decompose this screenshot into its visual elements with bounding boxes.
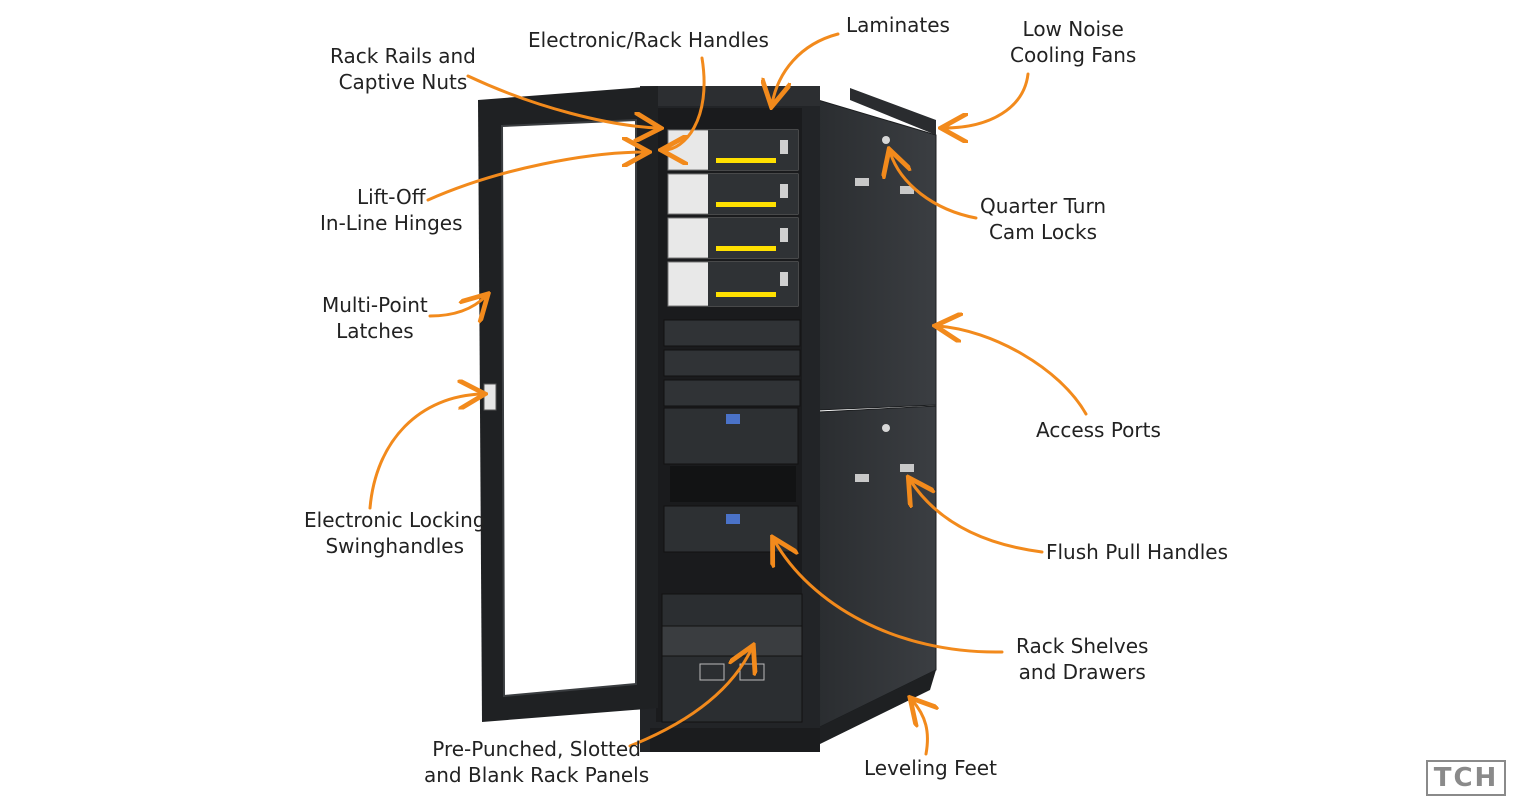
- glass-door: [478, 86, 658, 722]
- label-electronic-locking: Electronic Locking Swinghandles: [304, 508, 486, 558]
- arrow-leveling-feet: [912, 700, 927, 756]
- label-low-noise-fans: Low Noise Cooling Fans: [1010, 17, 1137, 67]
- callout-arrows: [368, 32, 1088, 756]
- label-access-ports: Access Ports: [1036, 418, 1161, 442]
- label-rack-rails: Rack Rails and Captive Nuts: [330, 44, 476, 94]
- arrow-quarter-turn-locks: [890, 152, 978, 220]
- tch-logo: TCH: [1426, 760, 1506, 796]
- arrow-multi-point-latches: [428, 296, 486, 316]
- label-multi-point-latches: Multi-Point Latches: [322, 293, 428, 343]
- label-quarter-turn-locks: Quarter Turn Cam Locks: [980, 194, 1107, 244]
- arrow-electronic-rack-handles: [664, 56, 706, 150]
- label-leveling-feet: Leveling Feet: [864, 756, 997, 780]
- arrow-laminates: [772, 32, 840, 104]
- swinghandle: [483, 383, 497, 411]
- server-units: [667, 129, 799, 307]
- pull-handle: [855, 178, 869, 186]
- label-rack-shelves: Rack Shelves and Drawers: [1016, 634, 1149, 684]
- pull-handle: [855, 474, 869, 482]
- cabinet-side: [817, 88, 937, 745]
- arrow-rack-shelves: [774, 540, 1004, 654]
- cam-lock-top: [882, 136, 890, 144]
- arrow-rack-rails: [466, 74, 658, 128]
- arrow-rack-panels: [628, 648, 752, 748]
- arrow-access-ports: [938, 326, 1088, 416]
- arrow-cooling-fans: [944, 72, 1030, 128]
- pull-handle: [900, 464, 914, 472]
- rack-panels: [661, 593, 803, 723]
- arrow-electronic-locking: [368, 394, 482, 510]
- arrow-lift-off-hinges: [426, 152, 646, 202]
- label-pre-punched-panels: Pre-Punched, Slotted and Blank Rack Pane…: [424, 737, 650, 787]
- label-electronic-rack-handles: Electronic/Rack Handles: [528, 28, 769, 52]
- arrow-flush-pull-handles: [910, 480, 1044, 554]
- label-laminates: Laminates: [846, 13, 950, 37]
- rack-drawers: [663, 407, 799, 553]
- pull-handle: [900, 186, 914, 194]
- label-flush-pull-handles: Flush Pull Handles: [1046, 540, 1228, 564]
- patch-panels: [663, 319, 801, 407]
- label-lift-off-hinges: Lift-Off In-Line Hinges: [320, 185, 463, 235]
- cam-lock-bottom: [882, 424, 890, 432]
